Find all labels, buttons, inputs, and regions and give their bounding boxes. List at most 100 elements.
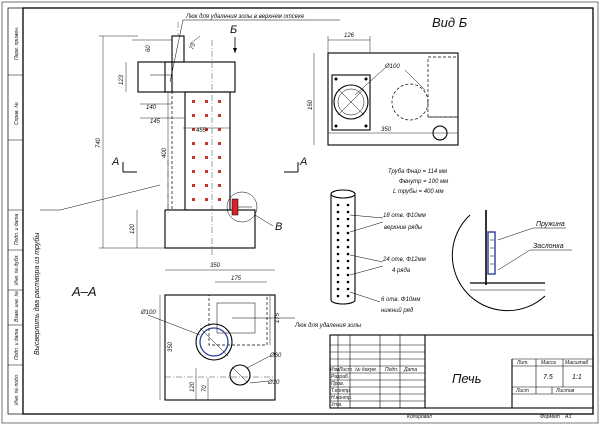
note-ash-bottom: Люк для удаления золы [294, 323, 362, 329]
cut-a-right: А [299, 156, 307, 168]
pipe-hole [346, 210, 350, 214]
holes-row-1-b: верхние ряды [384, 225, 423, 231]
tb-col-sign: Подп. [385, 367, 398, 373]
dim-175-side: 175 [275, 312, 281, 323]
dim-175-top: 175 [231, 276, 242, 282]
pipe-hole [346, 224, 350, 228]
air-hole [192, 170, 195, 173]
pipe-hole [346, 203, 350, 207]
pipe-hole [336, 210, 340, 214]
tb-scale-header: Масштаб [565, 360, 589, 366]
tb-sheets-label: Листов [555, 388, 575, 394]
holes-row-3-b: нижний ряд [381, 307, 414, 314]
air-hole [218, 170, 221, 173]
pipe-hole [336, 280, 340, 284]
pipe-hole [336, 203, 340, 207]
pipe-hole [336, 252, 340, 256]
pipe-holes [336, 203, 350, 298]
phi-60: Ø60 [269, 353, 282, 359]
pipe-hole [336, 287, 340, 291]
section-aa: А–А 350 175 175 350 Ø100 Ø60 Ø30 70 120 … [71, 263, 362, 401]
air-hole [192, 156, 195, 159]
dim-126: 126 [344, 33, 355, 39]
detail-b-circle [226, 191, 258, 223]
air-hole [218, 156, 221, 159]
dim-70: 70 [202, 385, 208, 392]
pipe-hole [346, 273, 350, 277]
tb-lit-header: Лит. [516, 360, 529, 366]
view-b-title: Вид Б [432, 15, 468, 30]
dim-455: 455 [196, 128, 207, 134]
view-b: Вид Б 126 350 150 Ø100 [308, 15, 468, 146]
air-hole [192, 114, 195, 117]
tb-row-utv: Утв. [331, 402, 342, 408]
air-hole [192, 198, 195, 201]
air-hole [205, 170, 208, 173]
drawing-title: Печь [452, 371, 482, 386]
note-holes: Высверлить два раствора из трубы [33, 232, 41, 355]
pipe-hole [336, 231, 340, 235]
holes-row-1-a: 18 отв. Ф10мм [383, 213, 426, 219]
side-inv-dubl: Инв. № дубл. [14, 254, 20, 285]
tb-row-nkontr: Н.контр. [331, 395, 352, 401]
air-hole [205, 184, 208, 187]
pipe-hole [336, 238, 340, 242]
dim-350-b: 350 [381, 127, 392, 133]
dim-75: 75 [189, 42, 197, 51]
holes-row-2-b: 4 ряда [392, 268, 411, 274]
pipe-hole [346, 294, 350, 298]
air-hole [218, 142, 221, 145]
dim-350-s: 350 [210, 263, 221, 269]
dim-123-top: 123 [119, 74, 125, 85]
pipe-hole [346, 252, 350, 256]
side-podp-data-2: Подп. и дата [14, 328, 20, 360]
air-hole [218, 184, 221, 187]
side-perv-primen: Перв. примен. [14, 27, 20, 60]
detail-b-label: В [275, 221, 282, 233]
tb-row-prov: Пров. [331, 381, 344, 387]
pipe-hole [346, 287, 350, 291]
note-ash-top: Люк для удаления золы в верхнем отсеке [185, 14, 305, 20]
side-vzam-inv: Взам. инв. № [14, 290, 20, 322]
air-hole [192, 142, 195, 145]
air-hole [205, 114, 208, 117]
dim-140: 140 [146, 105, 157, 111]
phi-100-s: Ø100 [140, 310, 156, 316]
holes-row-2-a: 24 отв. Ф12мм [382, 257, 426, 263]
dim-150: 150 [308, 99, 314, 110]
pipe-spec-3: L трубы = 400 мм [393, 189, 444, 195]
title-block: Изм. Лист № докум. Подп. Дата Разраб. Пр… [329, 334, 594, 420]
tb-col-date: Дата [403, 367, 417, 373]
side-inv-podl: Инв. № подл. [14, 374, 20, 405]
tb-format-value: А3 [564, 414, 571, 420]
detail-damper: Пружина Заслонка [451, 210, 572, 312]
dim-120: 120 [130, 223, 136, 234]
pipe-hole [346, 245, 350, 249]
air-hole [218, 114, 221, 117]
air-hole [192, 128, 195, 131]
holes-row-3-a: 6 отв. Ф10мм [381, 297, 420, 303]
pipe-hole [346, 259, 350, 263]
air-hole [205, 100, 208, 103]
side-strip: Перв. примен. Справ. № Подп. и дата Инв.… [7, 7, 24, 415]
air-hole [205, 142, 208, 145]
pipe-spec-2: Фвнутр = 100 мм [399, 179, 448, 185]
air-hole [192, 100, 195, 103]
pipe-hole [336, 224, 340, 228]
pipe-hole [346, 266, 350, 270]
air-hole [218, 128, 221, 131]
tb-col-izm: Изм. [330, 367, 341, 373]
pipe-hole [346, 217, 350, 221]
dim-400: 400 [162, 147, 168, 158]
tb-sheet-label: Лист [515, 388, 529, 394]
drawing-frame [22, 7, 594, 415]
pipe-spec-1: Труба Фнар = 114 мм [388, 169, 447, 175]
air-hole [205, 156, 208, 159]
pipe-hole [336, 259, 340, 263]
cut-a-left: А [111, 156, 119, 168]
phi-30: Ø30 [267, 380, 280, 386]
tb-col-doc: № докум. [355, 367, 377, 373]
tb-copied: Копировал [407, 414, 432, 420]
